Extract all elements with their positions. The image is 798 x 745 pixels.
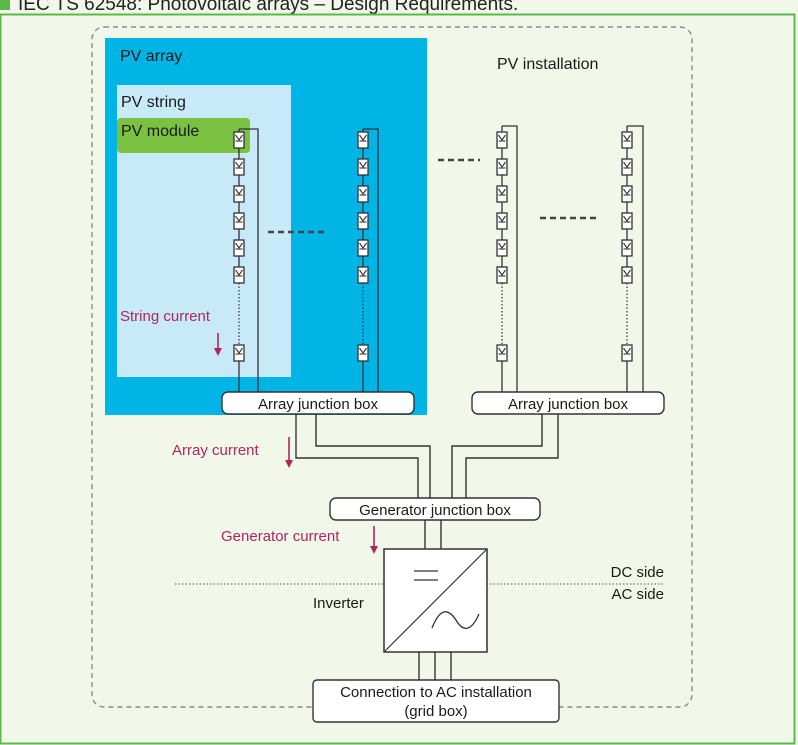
pv-module-icon: [621, 131, 633, 149]
pv-module-icon: [357, 212, 369, 230]
pv-module-icon: [496, 158, 508, 176]
array-current-arrow-icon: [285, 437, 293, 468]
ac-cables: [418, 652, 452, 680]
pv-module-icon: [621, 344, 633, 362]
inverter: [383, 548, 488, 653]
ac-side-label: AC side: [611, 586, 664, 603]
generator-junction-box: Generator junction box: [329, 497, 541, 521]
generator-current-label: Generator current: [221, 528, 340, 545]
pv-module-icon: [357, 344, 369, 362]
page-title: IEC TS 62548: Photovoltaic arrays – Desi…: [18, 0, 518, 15]
inverter-label: Inverter: [313, 595, 364, 612]
pv-string-label: PV string: [121, 94, 186, 111]
generator-current-arrow-icon: [370, 526, 378, 554]
pv-module-icon: [496, 131, 508, 149]
pv-module-icon: [233, 158, 245, 176]
pv-module-icon: [357, 266, 369, 284]
pv-string-2: [357, 128, 379, 392]
svg-text:Generator junction box: Generator junction box: [359, 502, 511, 519]
array-cables: [295, 414, 559, 498]
pv-module-icon: [621, 266, 633, 284]
pv-module-icon: [621, 185, 633, 203]
title-marker-icon: [0, 0, 10, 10]
grid-box: Connection to AC installation (grid box): [312, 679, 560, 723]
pv-string-3: [496, 125, 518, 392]
pv-module-icon: [233, 266, 245, 284]
pv-module-icon: [357, 185, 369, 203]
pv-module-icon: [496, 239, 508, 257]
pv-string-4: [621, 125, 644, 392]
outer-frame: [0, 13, 796, 745]
pv-module-icon: [496, 212, 508, 230]
svg-text:Array junction box: Array junction box: [258, 396, 379, 413]
pv-module-icon: [233, 239, 245, 257]
svg-text:(grid box): (grid box): [404, 703, 467, 720]
pv-module-icon: [496, 185, 508, 203]
string-current-arrow-icon: [214, 333, 222, 356]
pv-module-region: [117, 118, 250, 153]
svg-text:Connection to AC installation: Connection to AC installation: [340, 684, 532, 701]
pv-module-icon: [357, 158, 369, 176]
pv-module-icon: [621, 212, 633, 230]
pv-string-1: [233, 128, 259, 392]
dc-side-label: DC side: [611, 564, 664, 581]
array-current-label: Array current: [172, 442, 260, 459]
pv-module-icon: [233, 185, 245, 203]
pv-module-icon: [233, 212, 245, 230]
array-junction-box-right: Array junction box: [471, 391, 665, 415]
pv-module-icon: [621, 158, 633, 176]
svg-text:Array junction box: Array junction box: [508, 396, 629, 413]
pv-module-icon: [233, 131, 245, 149]
string-current-label: String current: [120, 308, 211, 325]
pv-module-icon: [621, 239, 633, 257]
pv-array-label: PV array: [120, 48, 182, 65]
pv-strings: [233, 125, 644, 392]
pv-module-icon: [233, 344, 245, 362]
pv-module-icon: [357, 131, 369, 149]
array-junction-box-left: Array junction box: [221, 391, 415, 415]
pv-installation-label: PV installation: [497, 56, 598, 73]
pv-module-icon: [496, 344, 508, 362]
generator-cables: [424, 520, 442, 549]
pv-module-icon: [357, 239, 369, 257]
pv-module-icon: [496, 266, 508, 284]
pv-module-label: PV module: [121, 123, 199, 140]
